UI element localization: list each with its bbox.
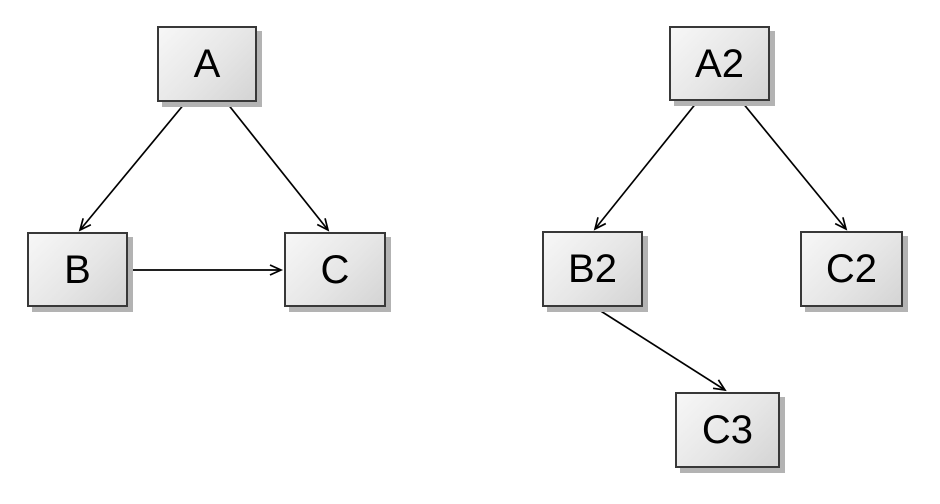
edge-A-to-B [78,102,186,232]
node-A-label: A [193,42,221,86]
edge-A2-to-C2 [741,101,848,231]
node-B: B [27,232,128,307]
node-B2: B2 [542,231,643,307]
node-A2-label: A2 [695,41,744,86]
node-C2-label: C2 [825,247,878,291]
node-C-label: C [320,247,350,292]
node-C: C [284,232,386,307]
node-B-label: B [64,247,91,292]
node-A: A [157,26,257,102]
node-A2: A2 [669,26,770,101]
edge-A-to-C [226,102,330,232]
node-C2: C2 [800,231,903,307]
edge-B2-to-C3 [595,307,727,392]
node-C3: C3 [675,392,780,468]
node-B2-label: B2 [568,247,617,291]
node-C3-label: C3 [701,408,754,452]
edge-A2-to-B2 [593,101,698,231]
